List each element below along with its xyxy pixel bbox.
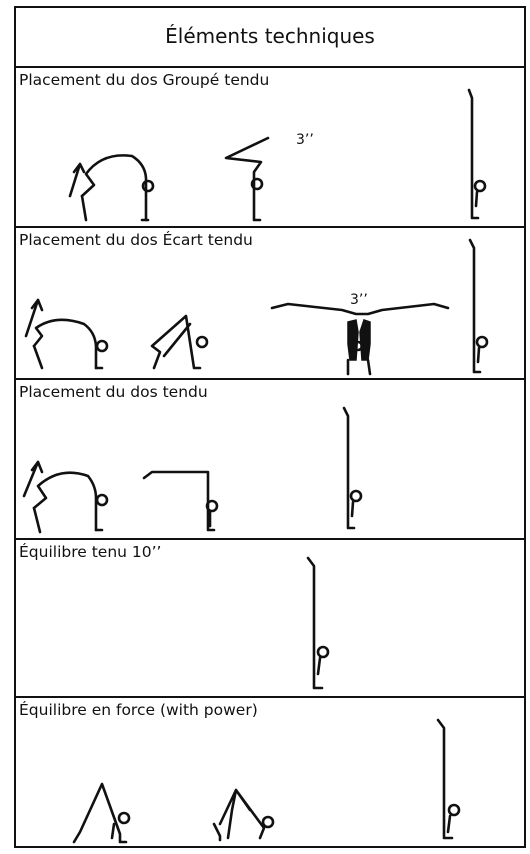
stick-figure-handstand xyxy=(308,558,328,688)
hold-time: 3’’ xyxy=(350,292,368,308)
row-figures xyxy=(14,380,526,540)
row-dos-tendu: Placement du dos tendu xyxy=(14,380,526,540)
row-equilibre-tenu: Équilibre tenu 10’’ xyxy=(14,540,526,698)
stick-figure-straddle xyxy=(272,304,448,374)
stick-figure-pike xyxy=(144,472,217,530)
stick-figure-straddle-press xyxy=(214,790,273,840)
stick-figure-handstand xyxy=(438,720,459,838)
stick-figure-pike-press xyxy=(74,784,129,842)
technical-elements-table: Éléments techniques Placement du dos Gro… xyxy=(14,6,526,848)
row-figures xyxy=(14,540,526,698)
stick-figure-handstand xyxy=(470,240,487,372)
table-title: Éléments techniques xyxy=(165,24,375,48)
table-header: Éléments techniques xyxy=(14,6,526,68)
stick-figure-arch xyxy=(24,462,107,532)
stick-figure-arch xyxy=(70,155,153,220)
stick-figure-handstand xyxy=(469,90,485,218)
row-equilibre-force: Équilibre en force (with power) xyxy=(14,698,526,848)
stick-figure-arch xyxy=(26,300,107,368)
row-groupe-tendu: Placement du dos Groupé tendu 3’’ xyxy=(14,68,526,228)
hold-time: 3’’ xyxy=(296,132,314,148)
stick-figure-pike-lean xyxy=(152,316,207,368)
row-figures: 3’’ xyxy=(14,68,526,228)
stick-figure-handstand xyxy=(344,408,361,528)
row-figures: 3’’ xyxy=(14,228,526,380)
stick-figure-tuck xyxy=(226,138,268,220)
row-figures xyxy=(14,698,526,848)
row-ecart-tendu: Placement du dos Écart tendu 3 xyxy=(14,228,526,380)
